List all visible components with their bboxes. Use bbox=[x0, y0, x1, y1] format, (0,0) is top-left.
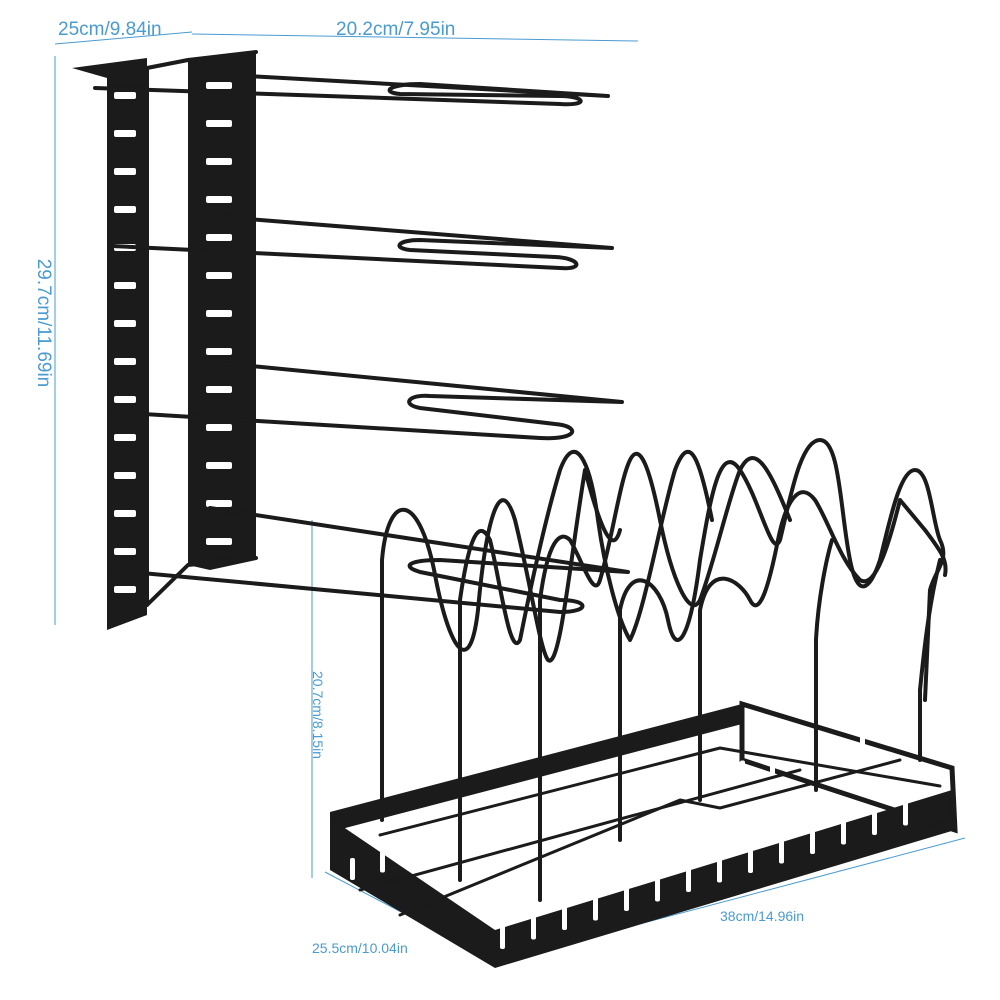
slot-cutout bbox=[779, 839, 784, 864]
dimension-label-top-depth: 25cm/9.84in bbox=[58, 19, 162, 40]
bottom-rack bbox=[330, 438, 958, 968]
slot-cutout bbox=[114, 586, 136, 593]
dimension-label-left-height: 29.7cm/11.69in bbox=[33, 258, 54, 388]
back-panel bbox=[72, 58, 147, 630]
shelf-wire-3 bbox=[108, 360, 624, 441]
slot-cutout bbox=[830, 738, 835, 760]
slot-cutout bbox=[114, 358, 136, 365]
slot-cutout bbox=[810, 830, 815, 854]
slot-cutout bbox=[114, 396, 136, 403]
slot-cutout bbox=[206, 272, 232, 279]
slot-cutout bbox=[748, 849, 753, 873]
slot-cutout bbox=[500, 925, 505, 949]
slot-cutout bbox=[206, 234, 232, 241]
wire-shelves bbox=[93, 72, 630, 614]
slot-cutout bbox=[114, 320, 136, 327]
slot-cutout bbox=[470, 828, 475, 850]
dim-line-top-width bbox=[191, 33, 639, 42]
slot-cutout bbox=[655, 877, 660, 902]
slot-cutout bbox=[410, 843, 415, 865]
slot-cutout bbox=[206, 538, 232, 545]
shelf-wire-4 bbox=[108, 506, 630, 614]
divider-wire-7 bbox=[918, 558, 942, 762]
slot-cutout bbox=[890, 723, 895, 745]
slot-cutout bbox=[206, 348, 232, 355]
slot-cutout bbox=[680, 775, 685, 798]
dimension-label-right-height: 20.7cm/8.15in bbox=[310, 671, 326, 759]
slot-cutout bbox=[624, 887, 629, 911]
front-panel-slots bbox=[206, 82, 232, 545]
dimension-label-top-width: 20.2cm/7.95in bbox=[336, 19, 456, 40]
slot-cutout bbox=[710, 768, 715, 790]
slot-cutout bbox=[114, 130, 136, 137]
divider-wire-2 bbox=[458, 449, 714, 882]
slot-cutout bbox=[206, 500, 232, 507]
base-right-panel bbox=[739, 700, 958, 834]
divider-wire-1 bbox=[380, 468, 622, 822]
slot-cutout bbox=[872, 811, 877, 835]
slot-cutout bbox=[206, 462, 232, 469]
slot-cutout bbox=[593, 896, 598, 921]
divider-wire-3 bbox=[538, 451, 792, 902]
slot-cutout bbox=[114, 472, 136, 479]
slot-cutout bbox=[206, 310, 232, 317]
slot-cutout bbox=[114, 168, 136, 175]
slot-cutout bbox=[380, 850, 385, 873]
slot-cutout bbox=[206, 120, 232, 127]
slot-cutout bbox=[717, 858, 722, 883]
base-slots bbox=[350, 715, 925, 949]
slot-cutout bbox=[206, 386, 232, 393]
slot-cutout bbox=[560, 805, 565, 828]
back-panel-slots bbox=[114, 92, 136, 593]
shelf-wire-2 bbox=[110, 214, 614, 271]
dimension-label-bottom-depth: 25.5cm/10.04in bbox=[312, 940, 408, 956]
slot-cutout bbox=[206, 158, 232, 165]
slot-cutout bbox=[860, 730, 865, 753]
slot-cutout bbox=[206, 196, 232, 203]
slot-cutout bbox=[590, 798, 595, 820]
slot-cutout bbox=[686, 868, 691, 892]
slot-cutout bbox=[841, 820, 846, 845]
base-back-panel bbox=[330, 704, 742, 832]
slot-cutout bbox=[114, 206, 136, 213]
slot-cutout bbox=[114, 548, 136, 555]
top-rack-frame bbox=[145, 50, 258, 607]
slot-cutout bbox=[206, 424, 232, 431]
divider-wires bbox=[380, 438, 948, 902]
slot-cutout bbox=[114, 92, 136, 99]
slot-cutout bbox=[800, 745, 805, 768]
slot-cutout bbox=[531, 915, 536, 940]
dimension-label-bottom-length: 38cm/14.96in bbox=[720, 908, 805, 924]
slot-cutout bbox=[206, 82, 232, 89]
slot-cutout bbox=[562, 906, 567, 930]
slot-cutout bbox=[114, 282, 136, 289]
dim-line-top-depth bbox=[54, 31, 193, 45]
top-rack bbox=[72, 50, 630, 630]
slot-cutout bbox=[903, 801, 908, 826]
divider-wire-4 bbox=[618, 438, 946, 842]
divider-wire-6 bbox=[814, 538, 834, 792]
slot-cutout bbox=[114, 510, 136, 517]
slot-cutout bbox=[350, 858, 355, 880]
slot-cutout bbox=[650, 783, 655, 805]
divider-wire-5 bbox=[698, 490, 948, 802]
slot-cutout bbox=[440, 835, 445, 858]
slot-cutout bbox=[530, 813, 535, 835]
slot-cutout bbox=[740, 760, 745, 783]
slot-cutout bbox=[114, 434, 136, 441]
slot-cutout bbox=[500, 820, 505, 843]
shelf-wire-1 bbox=[93, 72, 610, 107]
